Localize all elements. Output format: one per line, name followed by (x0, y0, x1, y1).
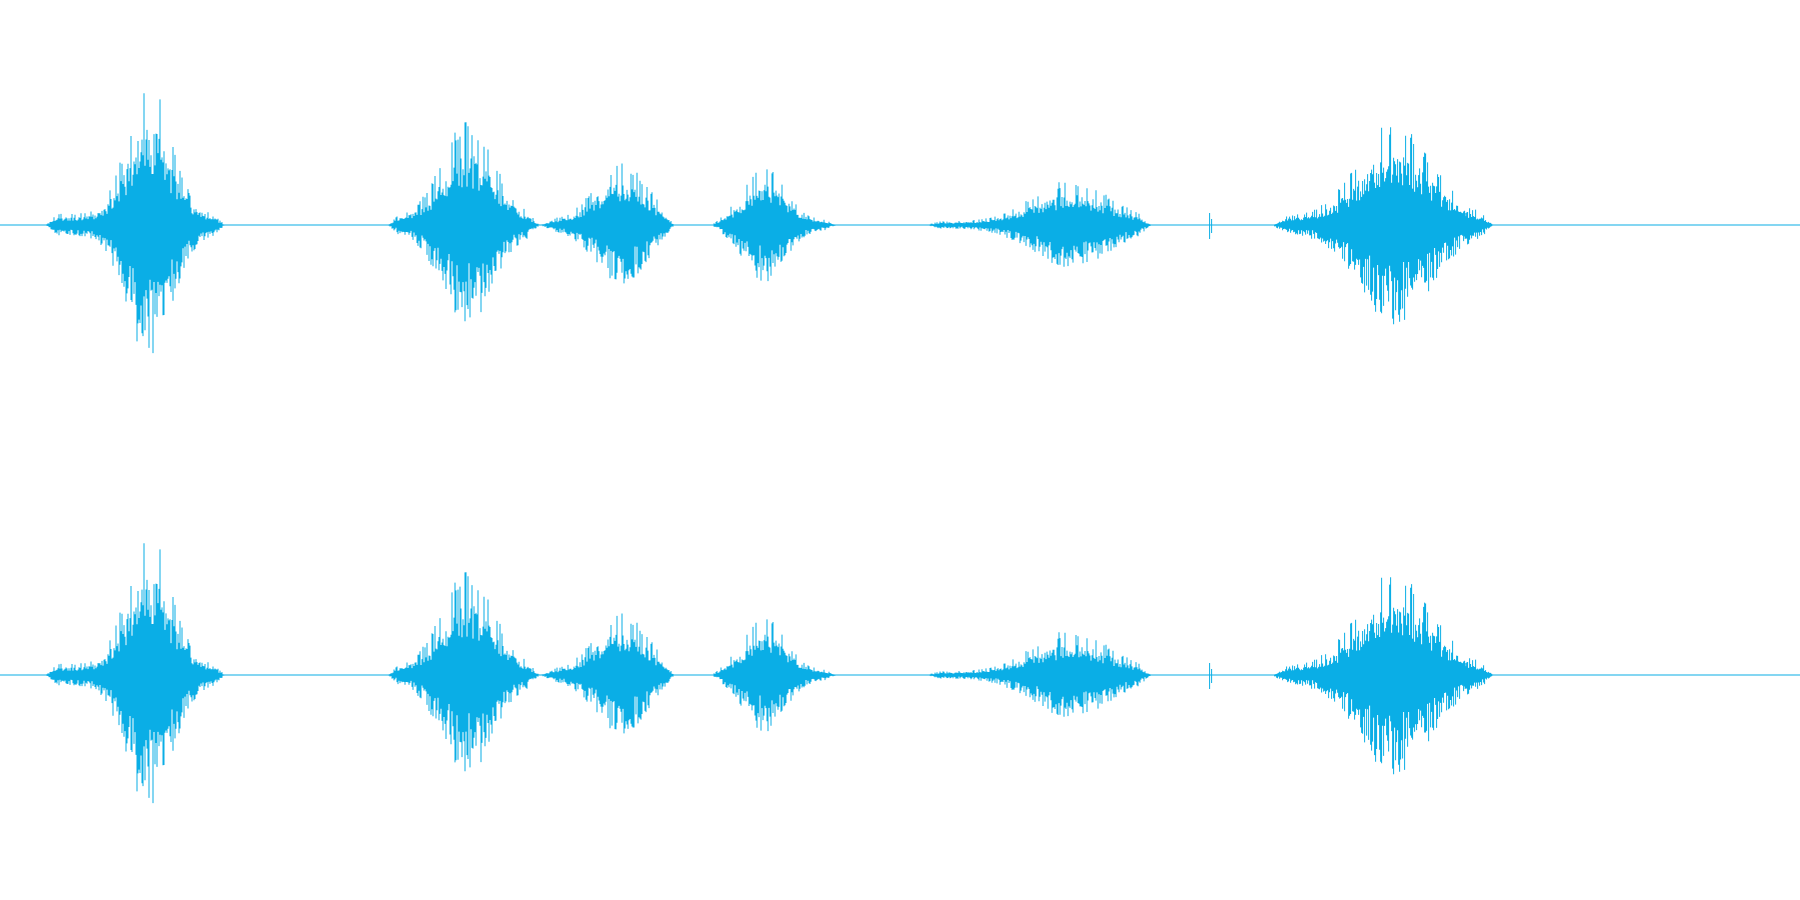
channel-1-waveform[interactable] (0, 0, 1800, 450)
channel-2-waveform[interactable] (0, 450, 1800, 900)
channel-1-svg (0, 93, 1800, 354)
channel-2-svg (0, 543, 1800, 804)
waveform-trace (45, 93, 1495, 354)
waveform-trace (45, 543, 1495, 804)
